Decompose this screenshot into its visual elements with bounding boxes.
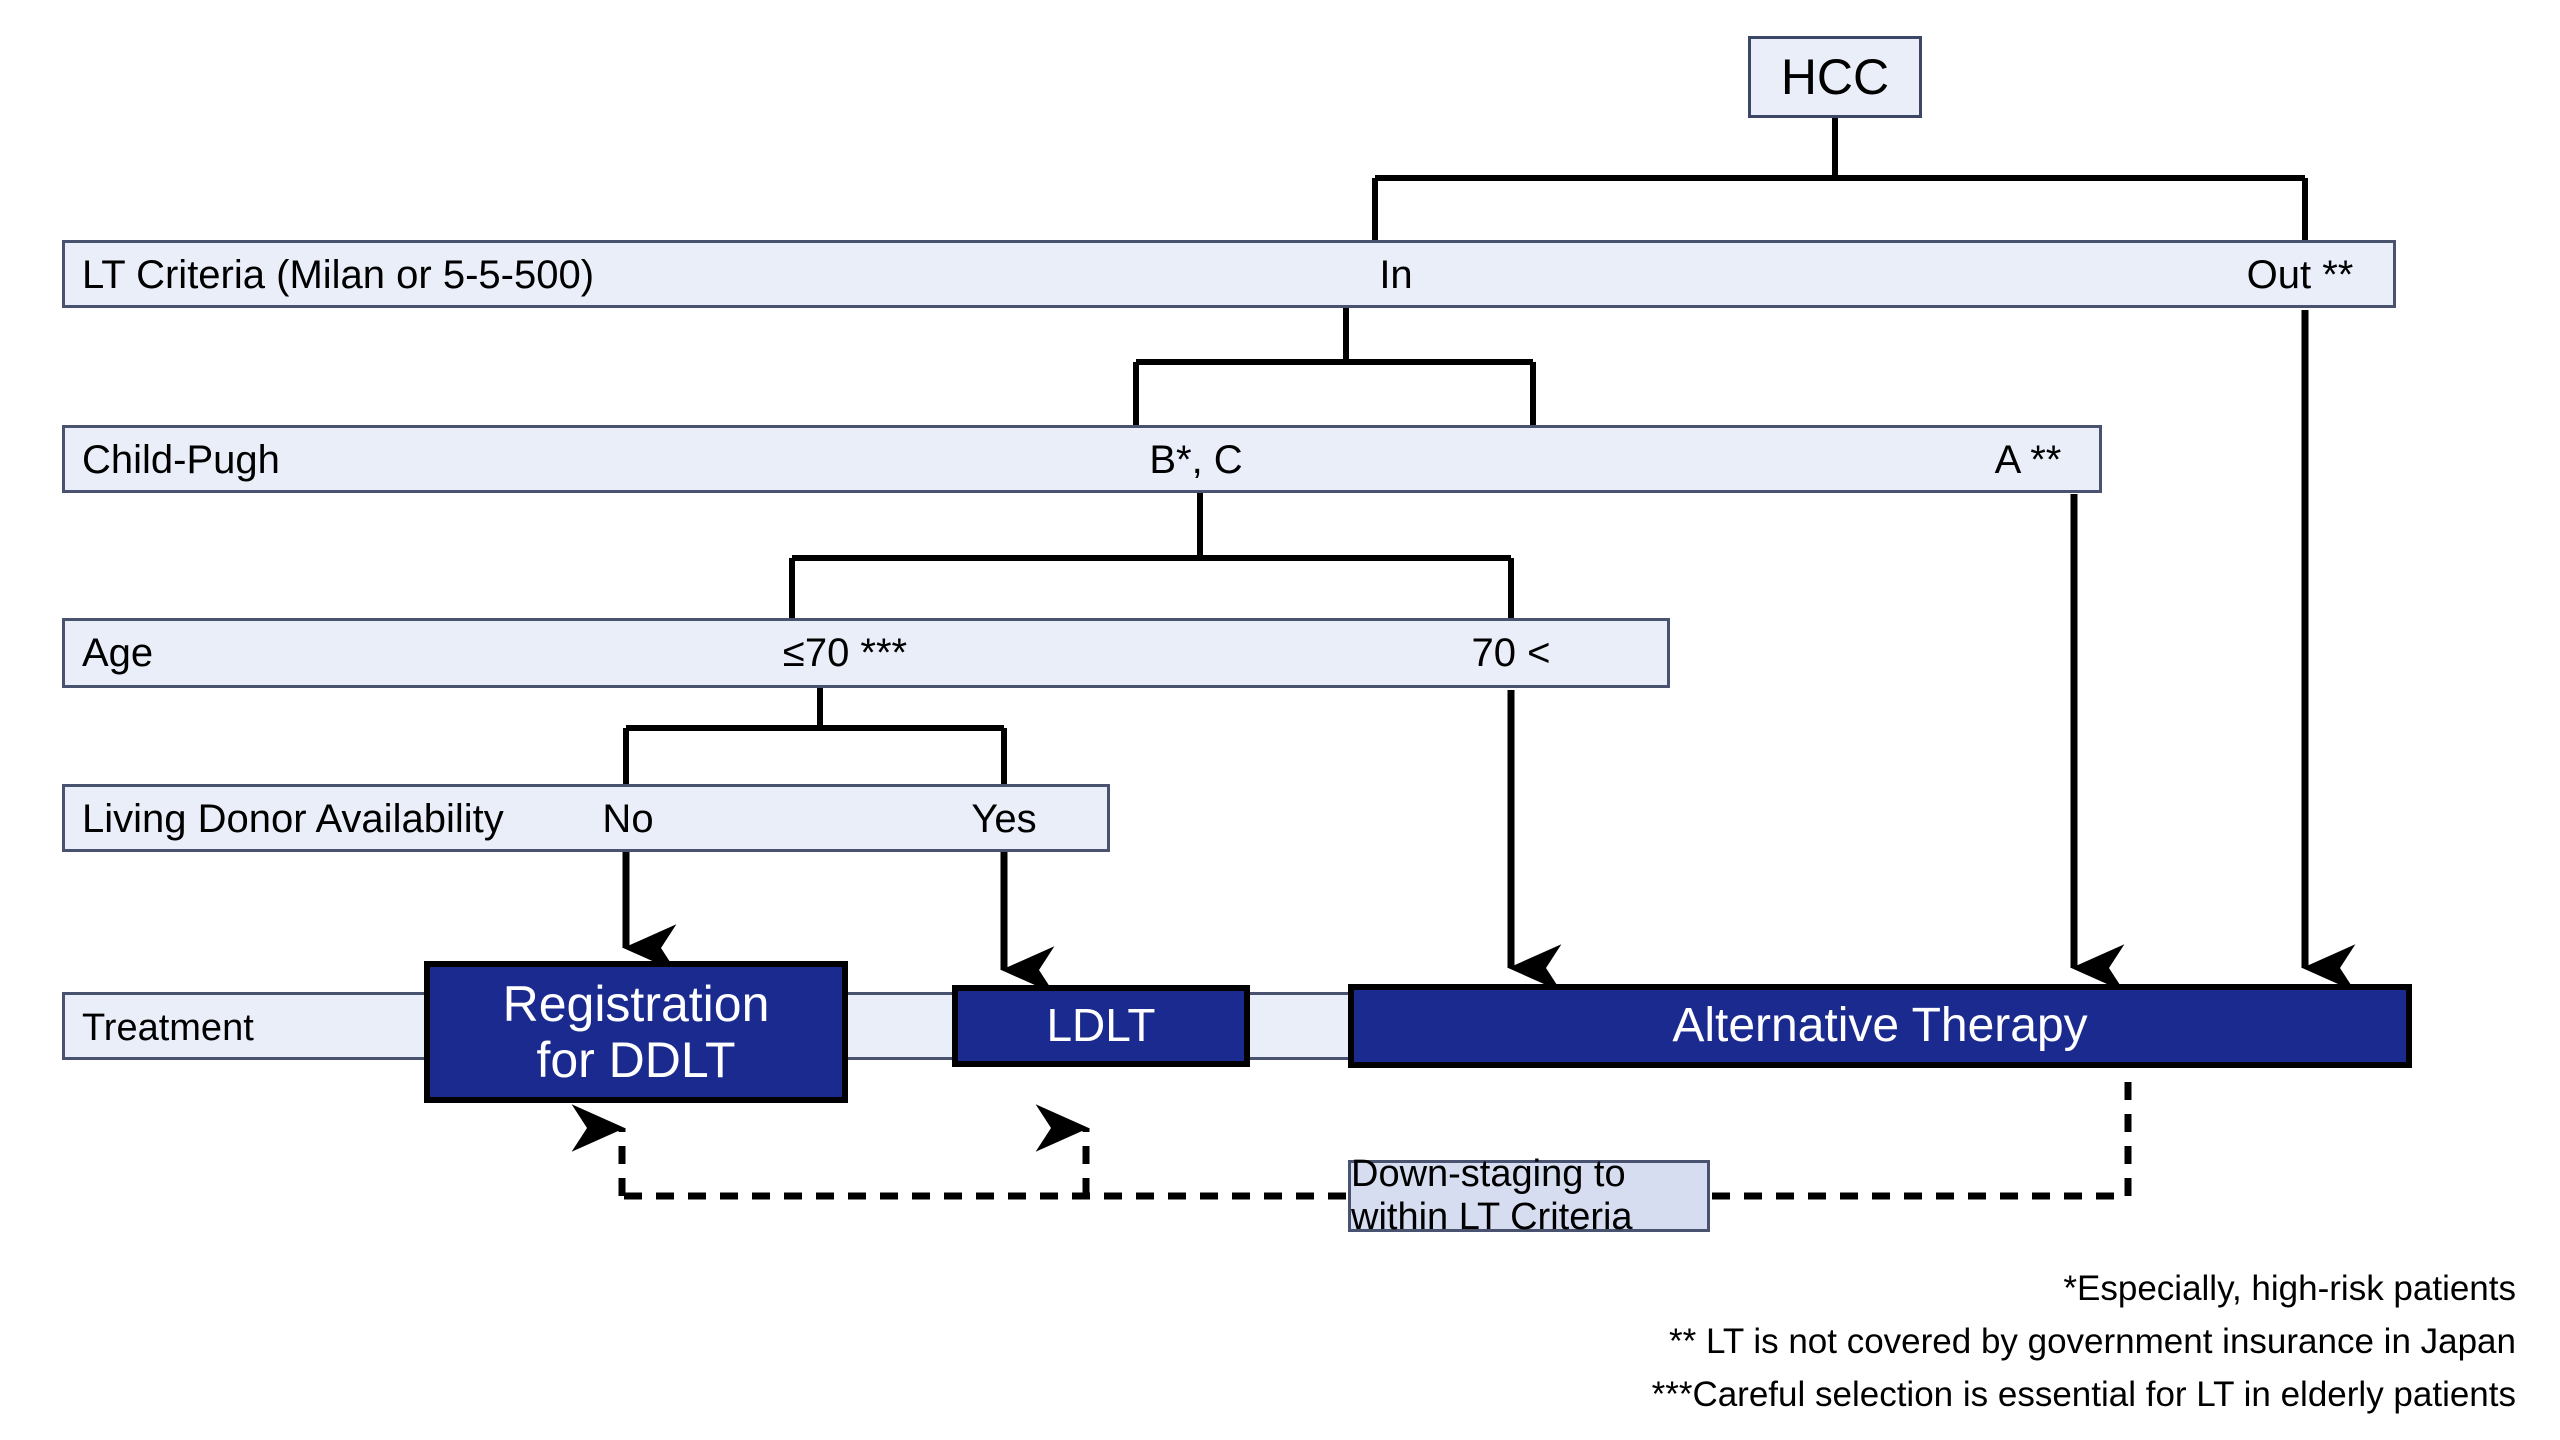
footnote-3: ***Careful selection is essential for LT… [1651, 1375, 2516, 1415]
treatment-registration-for-ddlt[interactable]: Registration for DDLT [424, 961, 848, 1103]
row-label-lt-criteria: LT Criteria (Milan or 5-5-500) [82, 253, 595, 297]
branch-lt-criteria-out[interactable]: Out ** [2246, 253, 2354, 297]
branch-age-le70[interactable]: ≤70 *** [782, 631, 908, 675]
footnote-2: ** LT is not covered by government insur… [1669, 1322, 2516, 1362]
node-hcc[interactable]: HCC [1748, 36, 1922, 118]
row-label-living-donor: Living Donor Availability [82, 797, 504, 841]
row-living-donor[interactable] [62, 784, 1110, 852]
row-label-treatment: Treatment [82, 1007, 254, 1049]
footnotes: *Especially, high-risk patients ** LT is… [1652, 1262, 2516, 1422]
row-age[interactable] [62, 618, 1670, 688]
row-lt-criteria[interactable] [62, 240, 2396, 308]
treatment-alternative-therapy[interactable]: Alternative Therapy [1348, 984, 2412, 1068]
branch-child-pugh-bc[interactable]: B*, C [1149, 438, 1243, 482]
row-label-age: Age [82, 631, 154, 675]
node-down-staging[interactable]: Down-staging to within LT Criteria [1348, 1153, 1710, 1238]
down-staging-label: Down-staging to within LT Criteria [1351, 1153, 1633, 1238]
treatment-alt-label: Alternative Therapy [1672, 999, 2088, 1053]
branch-age-gt70[interactable]: 70 < [1471, 631, 1551, 675]
branch-child-pugh-a[interactable]: A ** [1994, 438, 2062, 482]
treatment-ddlt-label: Registration for DDLT [503, 976, 770, 1088]
node-hcc-label: HCC [1780, 49, 1890, 105]
row-label-child-pugh: Child-Pugh [82, 438, 280, 482]
branch-living-donor-yes[interactable]: Yes [971, 797, 1037, 841]
branch-living-donor-no[interactable]: No [602, 797, 654, 841]
branch-lt-criteria-in[interactable]: In [1379, 253, 1413, 297]
row-child-pugh[interactable] [62, 425, 2102, 493]
treatment-ldlt[interactable]: LDLT [952, 985, 1250, 1067]
treatment-ldlt-label: LDLT [1046, 999, 1156, 1052]
treatment-ddlt-line2: for DDLT [536, 1032, 736, 1088]
footnote-1: *Especially, high-risk patients [2063, 1269, 2516, 1308]
treatment-ddlt-line1: Registration [502, 976, 770, 1032]
